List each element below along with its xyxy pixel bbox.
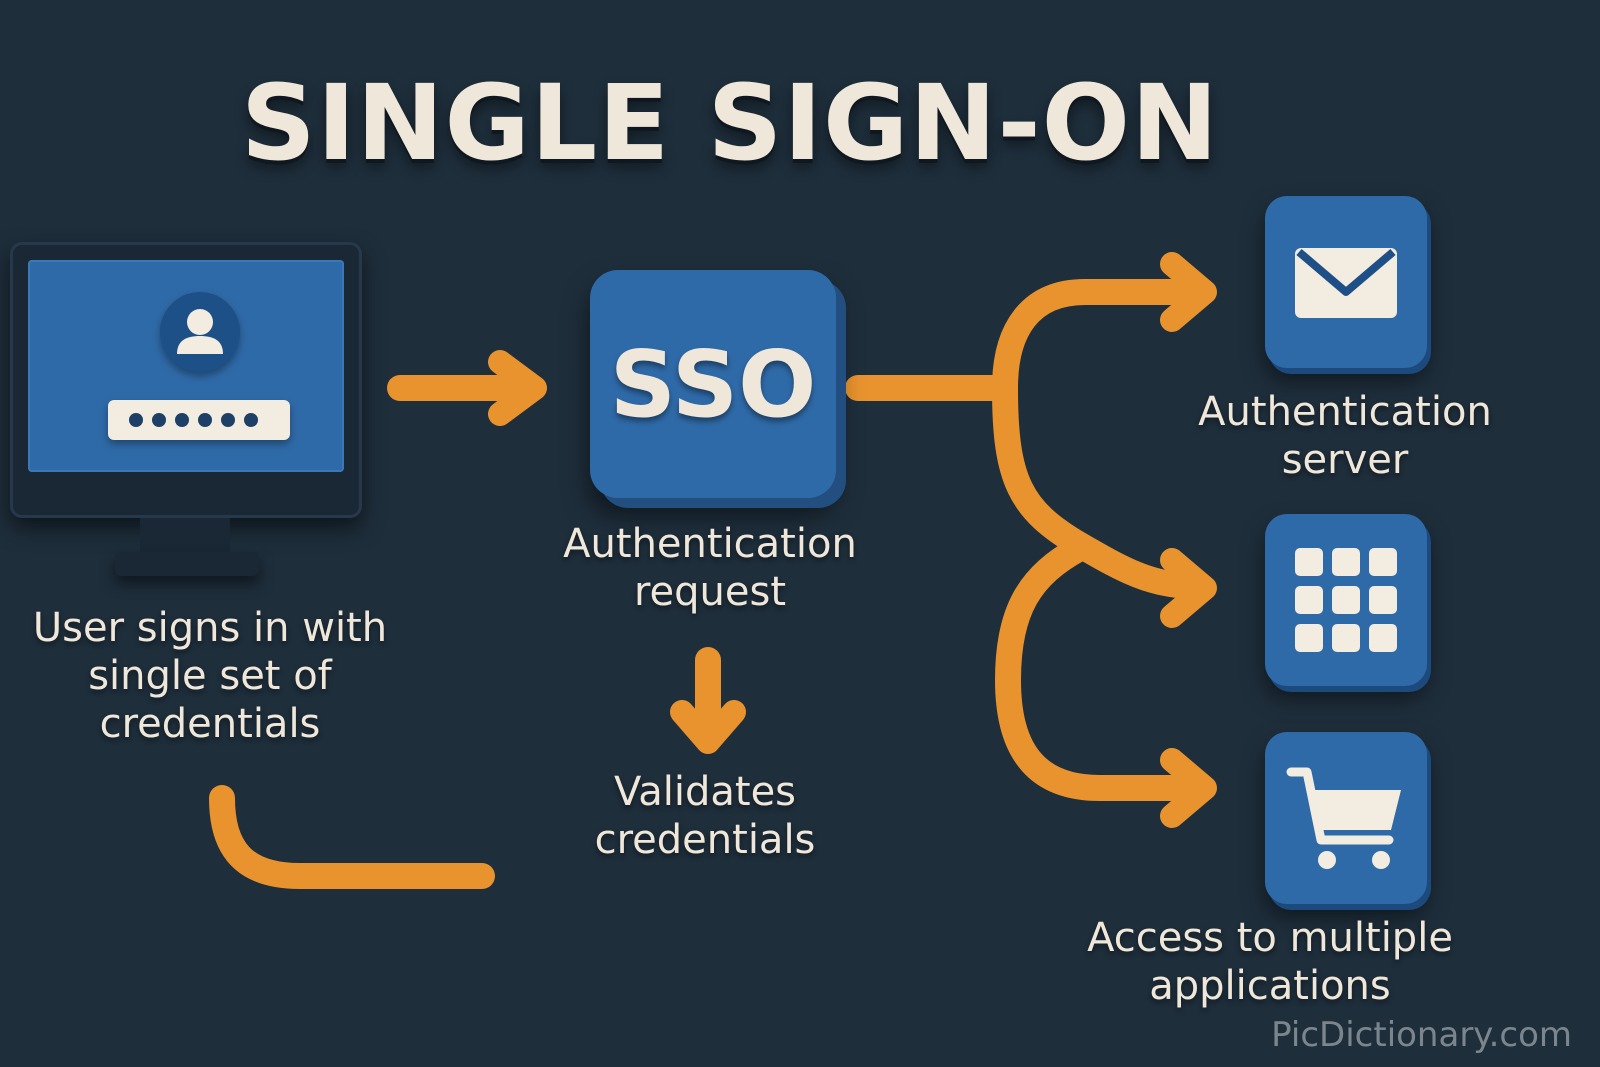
branch-to-mail	[992, 279, 1208, 401]
monitor-screen	[28, 260, 344, 472]
app-grid-icon	[1295, 548, 1397, 652]
arrow-user-to-sso-head	[488, 350, 547, 426]
apps-label-line: Access to multiple	[1087, 915, 1453, 961]
validate-label-line: credentials	[594, 817, 816, 863]
branch-to-cart	[995, 535, 1208, 801]
validate-label: Validates credentials	[545, 768, 865, 864]
shop-tile	[1265, 732, 1427, 904]
mail-tile	[1265, 196, 1427, 368]
shopping-cart-icon	[1286, 767, 1401, 869]
sso-box: SSO	[590, 270, 836, 498]
sso-badge: SSO	[609, 330, 817, 438]
return-connector	[209, 785, 495, 889]
sso-label: Authentication request	[520, 520, 900, 616]
monitor-stand	[140, 518, 230, 558]
auth-server-label-line: Authentication	[1198, 389, 1492, 435]
watermark: PicDictionary.com	[1271, 1015, 1572, 1055]
user-label: User signs in with single set of credent…	[10, 604, 410, 748]
user-label-line: single set of	[88, 653, 332, 699]
branch-to-grid-head	[1160, 548, 1217, 628]
apps-label-line: applications	[1149, 963, 1391, 1009]
user-label-line: User signs in with	[32, 605, 388, 651]
sso-label-line: Authentication	[563, 521, 857, 567]
branch-to-cart-head	[1160, 748, 1217, 828]
validate-label-line: Validates	[613, 769, 797, 815]
arrow-sso-to-validate-head	[670, 700, 746, 754]
diagram-title: SINGLE SIGN-ON	[240, 62, 1220, 184]
sso-label-line: request	[633, 569, 787, 615]
apps-tile	[1265, 514, 1427, 686]
user-icon	[160, 292, 240, 372]
auth-server-label: Authentication server	[1160, 388, 1530, 484]
monitor-base	[115, 552, 259, 576]
branch-to-mail-head	[1160, 252, 1217, 332]
user-label-line: credentials	[99, 701, 321, 747]
user-monitor	[10, 242, 362, 518]
envelope-icon	[1295, 248, 1397, 318]
password-field-icon	[108, 400, 290, 440]
apps-label: Access to multiple applications	[1060, 914, 1480, 1010]
auth-server-label-line: server	[1281, 437, 1409, 483]
